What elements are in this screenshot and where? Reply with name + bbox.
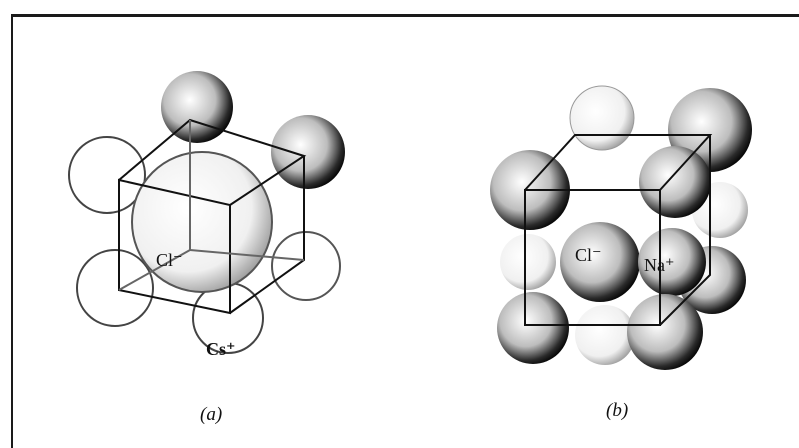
cs-ion-back-top-right <box>271 115 345 189</box>
cs-ion-front-bottom-left <box>76 249 154 327</box>
cs-ion-back-bottom-right <box>271 231 341 301</box>
ion-front-mid-left <box>500 234 556 290</box>
ion-front-bottom-right <box>627 294 703 370</box>
panel-b-nacl <box>490 85 752 370</box>
ion-front-bottom-mid <box>575 305 635 365</box>
unit-cell-cube-b <box>524 134 713 326</box>
frame-border-top <box>11 14 799 17</box>
frame-border-left <box>11 14 13 448</box>
cl-ion-label-a: Cl⁻ <box>156 250 183 270</box>
cs-ion-back-top-left <box>161 71 233 143</box>
panel-a-caption: (a) <box>200 404 223 425</box>
cl-ion-center <box>131 151 273 293</box>
ion-back-top-mid <box>569 85 635 151</box>
cl-ion-face-center <box>560 222 640 302</box>
panel-b-caption: (b) <box>606 400 629 421</box>
cs-ion-front-top-left <box>68 136 146 214</box>
ion-front-bottom-left <box>497 292 569 364</box>
ion-front-top-mid <box>639 146 711 218</box>
na-ion <box>638 228 706 296</box>
na-ion-label: Na⁺ <box>644 255 675 275</box>
unit-cell-cube-a <box>118 118 307 315</box>
cs-ion-label: Cs⁺ <box>206 339 236 359</box>
cl-ion-label-b: Cl⁻ <box>575 245 602 265</box>
panel-a-cscl <box>68 71 345 354</box>
